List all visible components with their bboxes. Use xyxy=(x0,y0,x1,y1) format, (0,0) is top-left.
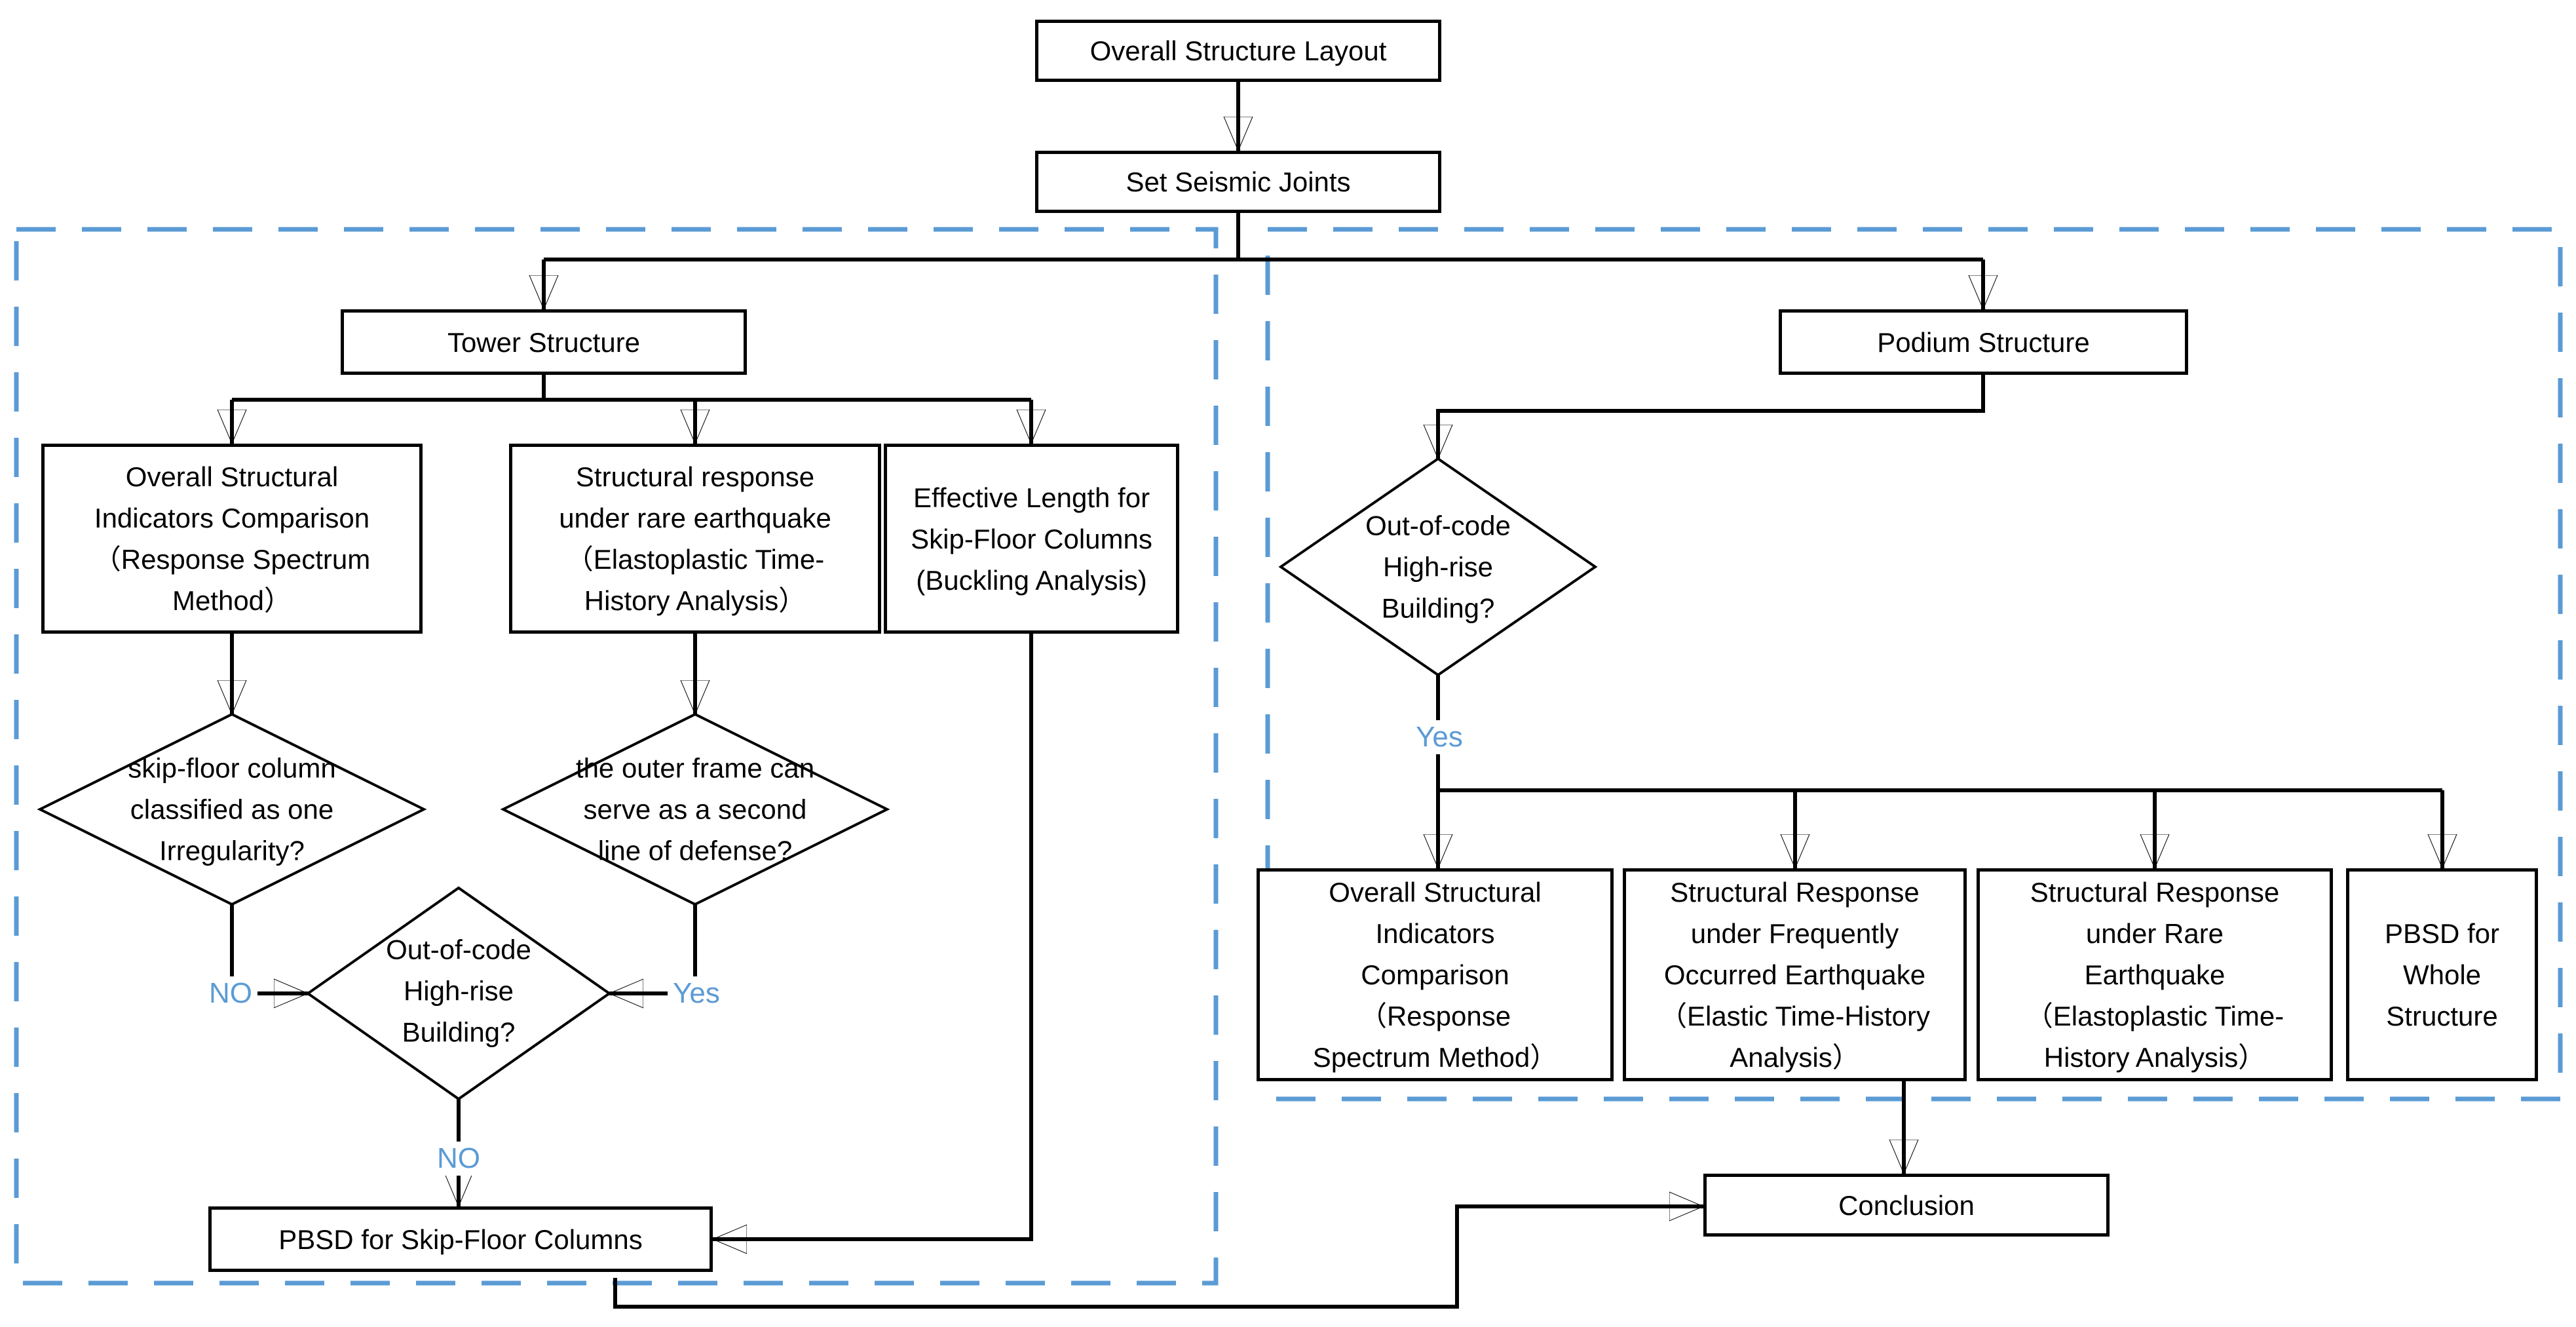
node-tower-buckling: Effective Length for Skip-Floor Columns … xyxy=(884,444,1179,634)
decision-outer-frame-defense-text: the outer frame can serve as a second li… xyxy=(575,752,815,866)
decision-out-of-code-podium-text: Out-of-code High-rise Building? xyxy=(1365,510,1511,624)
node-conclusion: Conclusion xyxy=(1703,1174,2110,1237)
connector-buckling-to-pbsd xyxy=(713,634,1033,1239)
node-podium-rare-response: Structural Response under Rare Earthquak… xyxy=(1977,868,2333,1081)
label-no-bottom: NO xyxy=(432,1142,485,1176)
decision-out-of-code-tower-text: Out-of-code High-rise Building? xyxy=(386,934,531,1048)
connector-tower-distribution xyxy=(232,375,1031,402)
diamond-skip-floor-irregularity xyxy=(37,712,427,906)
node-overall-structure-layout: Overall Structure Layout xyxy=(1035,20,1441,82)
podium-branch-container xyxy=(1265,227,2563,1102)
diamond-out-of-code-tower xyxy=(305,886,612,1101)
diamond-outer-frame-defense xyxy=(500,712,890,906)
node-tower-rare-response: Structural response under rare earthquak… xyxy=(509,444,881,634)
label-yes-left: Yes xyxy=(668,976,725,1010)
connector-pbsd-to-conclusion xyxy=(613,1206,1703,1309)
node-podium-structure: Podium Structure xyxy=(1779,309,2188,375)
node-set-seismic-joints: Set Seismic Joints xyxy=(1035,151,1441,213)
connector-podium-to-diamond xyxy=(1438,375,1985,459)
label-no-left: NO xyxy=(204,976,257,1010)
decision-skip-floor-irregularity-text: skip-floor column classified as one Irre… xyxy=(128,752,336,866)
node-podium-indicators: Overall Structural Indicators Comparison… xyxy=(1257,868,1614,1081)
node-tower-structure: Tower Structure xyxy=(341,309,747,375)
diamond-out-of-code-podium xyxy=(1278,457,1598,677)
node-pbsd-skip-floor: PBSD for Skip-Floor Columns xyxy=(208,1206,713,1272)
node-pbsd-whole-structure: PBSD for Whole Structure xyxy=(2346,868,2538,1081)
connector-podium-distribution xyxy=(1436,675,2442,792)
node-podium-frequent-response: Structural Response under Frequently Occ… xyxy=(1623,868,1967,1081)
label-yes-right: Yes xyxy=(1411,720,1468,754)
node-tower-indicators: Overall Structural Indicators Comparison… xyxy=(41,444,423,634)
connector-joints-split xyxy=(544,213,1983,261)
